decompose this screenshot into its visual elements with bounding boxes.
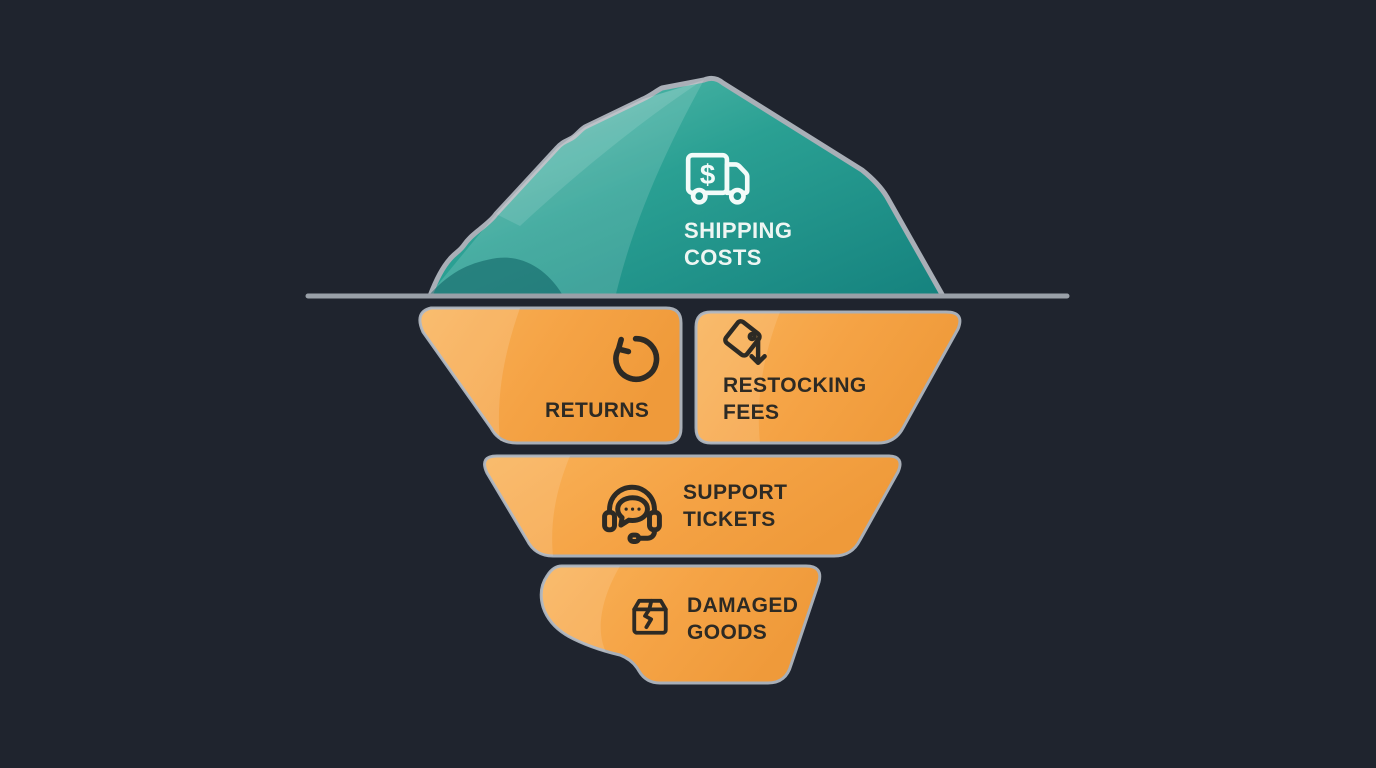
restocking-fees-label: RESTOCKING FEES: [723, 374, 867, 424]
iceberg-dark-facet: [430, 257, 562, 294]
returns-label: RETURNS: [545, 399, 650, 422]
section-support-facet: [484, 456, 570, 556]
shipping-costs-label: SHIPPING COSTS: [684, 218, 793, 270]
price-tag-down-arrow-icon: [723, 319, 767, 366]
section-returns-shape: [418, 306, 683, 445]
section-returns-facet: [419, 308, 520, 443]
svg-text:$: $: [700, 159, 715, 190]
section-damaged-shape: [539, 564, 822, 685]
damaged-goods-label: DAMAGED GOODS: [687, 594, 799, 644]
damaged-box-icon: [632, 598, 668, 635]
iceberg-ridge-facet: [496, 82, 700, 226]
section-restocking-shape: [694, 310, 962, 445]
headset-chat-icon: [602, 484, 662, 544]
section-damaged-facet: [541, 566, 620, 652]
section-support-shape: [483, 454, 902, 558]
return-arrow-icon: [613, 335, 660, 382]
support-tickets-label: SUPPORT TICKETS: [683, 481, 788, 531]
iceberg-light-facet: [430, 80, 704, 294]
shipping-truck-dollar-icon: $: [685, 152, 750, 205]
